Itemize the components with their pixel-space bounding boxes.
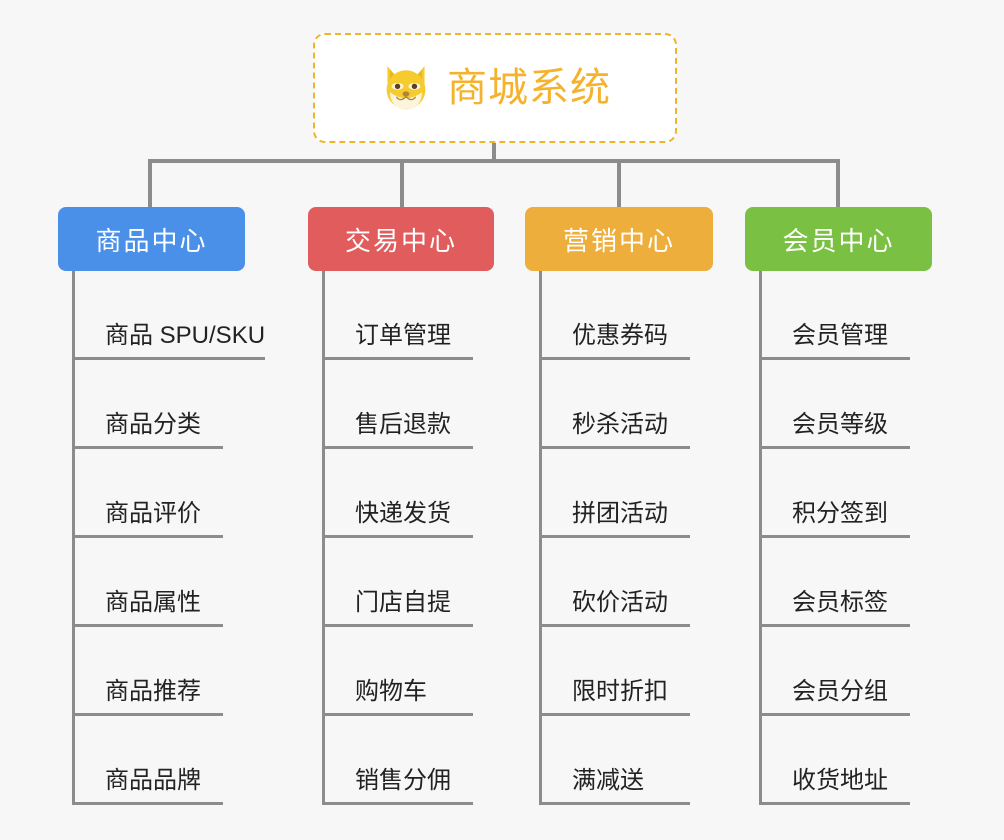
branch-items-0: 商品 SPU/SKU 商品分类 商品评价 商品属性 商品推荐 商品品牌 [72,271,266,805]
leaf-node[interactable]: 商品品牌 [75,716,265,805]
leaf-label: 会员管理 [792,324,910,360]
branch-header-1[interactable]: 交易中心 [308,207,494,271]
leaf-node[interactable]: 限时折扣 [542,627,713,716]
connector-drop-0 [148,159,152,207]
leaf-label: 优惠券码 [572,324,690,360]
branch-column-2: 营销中心 优惠券码 秒杀活动 拼团活动 砍价活动 限时折扣 满减送 [525,207,713,805]
leaf-label: 销售分佣 [355,769,473,805]
leaf-node[interactable]: 会员管理 [762,271,932,360]
root-node[interactable]: 商城系统 [313,33,677,143]
leaf-node[interactable]: 收货地址 [762,716,932,805]
leaf-node[interactable]: 商品推荐 [75,627,265,716]
leaf-node[interactable]: 销售分佣 [325,716,494,805]
leaf-node[interactable]: 会员分组 [762,627,932,716]
root-title: 商城系统 [447,66,611,110]
leaf-label: 会员分组 [792,680,910,716]
leaf-node[interactable]: 商品属性 [75,538,265,627]
branch-items-2: 优惠券码 秒杀活动 拼团活动 砍价活动 限时折扣 满减送 [539,271,713,805]
branch-header-label: 营销中心 [562,225,675,256]
leaf-node[interactable]: 优惠券码 [542,271,713,360]
leaf-label: 订单管理 [355,324,473,360]
leaf-label: 售后退款 [355,413,473,449]
leaf-label: 会员等级 [792,413,910,449]
leaf-label: 秒杀活动 [572,413,690,449]
connector-drop-1 [400,159,404,207]
branch-column-1: 交易中心 订单管理 售后退款 快递发货 门店自提 购物车 销售分佣 [308,207,494,805]
leaf-label: 限时折扣 [572,680,690,716]
leaf-node[interactable]: 订单管理 [325,271,494,360]
leaf-node[interactable]: 快递发货 [325,449,494,538]
leaf-label: 商品 SPU/SKU [105,324,266,360]
branch-header-0[interactable]: 商品中心 [58,207,245,271]
leaf-label: 商品推荐 [105,680,223,716]
leaf-node[interactable]: 积分签到 [762,449,932,538]
leaf-node[interactable]: 门店自提 [325,538,494,627]
leaf-label: 商品品牌 [105,769,223,805]
connector-horizontal-bar [148,159,840,163]
branch-header-label: 会员中心 [782,225,895,256]
leaf-label: 快递发货 [355,502,473,538]
connector-root-stem [492,143,496,163]
leaf-node[interactable]: 商品分类 [75,360,265,449]
connector-drop-2 [617,159,621,207]
leaf-node[interactable]: 秒杀活动 [542,360,713,449]
leaf-node[interactable]: 拼团活动 [542,449,713,538]
leaf-node[interactable]: 商品 SPU/SKU [75,271,266,360]
leaf-node[interactable]: 购物车 [325,627,494,716]
branch-header-label: 商品中心 [95,225,208,256]
leaf-label: 砍价活动 [572,591,690,627]
leaf-node[interactable]: 砍价活动 [542,538,713,627]
leaf-node[interactable]: 会员标签 [762,538,932,627]
branch-items-3: 会员管理 会员等级 积分签到 会员标签 会员分组 收货地址 [759,271,932,805]
shiba-dog-icon [386,66,426,110]
leaf-label: 购物车 [355,680,473,716]
leaf-label: 拼团活动 [572,502,690,538]
leaf-label: 商品评价 [105,502,223,538]
branch-header-label: 交易中心 [344,225,457,256]
leaf-node[interactable]: 会员等级 [762,360,932,449]
leaf-label: 满减送 [572,769,690,805]
leaf-node[interactable]: 满减送 [542,716,713,805]
connector-drop-3 [836,159,840,207]
leaf-label: 会员标签 [792,591,910,627]
branch-column-3: 会员中心 会员管理 会员等级 积分签到 会员标签 会员分组 收货地址 [745,207,932,805]
branch-items-1: 订单管理 售后退款 快递发货 门店自提 购物车 销售分佣 [322,271,494,805]
branch-header-3[interactable]: 会员中心 [745,207,932,271]
leaf-label: 商品属性 [105,591,223,627]
branch-column-0: 商品中心 商品 SPU/SKU 商品分类 商品评价 商品属性 商品推荐 商品品牌 [58,207,266,805]
leaf-node[interactable]: 商品评价 [75,449,265,538]
branch-header-2[interactable]: 营销中心 [525,207,713,271]
leaf-label: 门店自提 [355,591,473,627]
leaf-node[interactable]: 售后退款 [325,360,494,449]
leaf-label: 积分签到 [792,502,910,538]
leaf-label: 收货地址 [792,769,910,805]
leaf-label: 商品分类 [105,413,223,449]
